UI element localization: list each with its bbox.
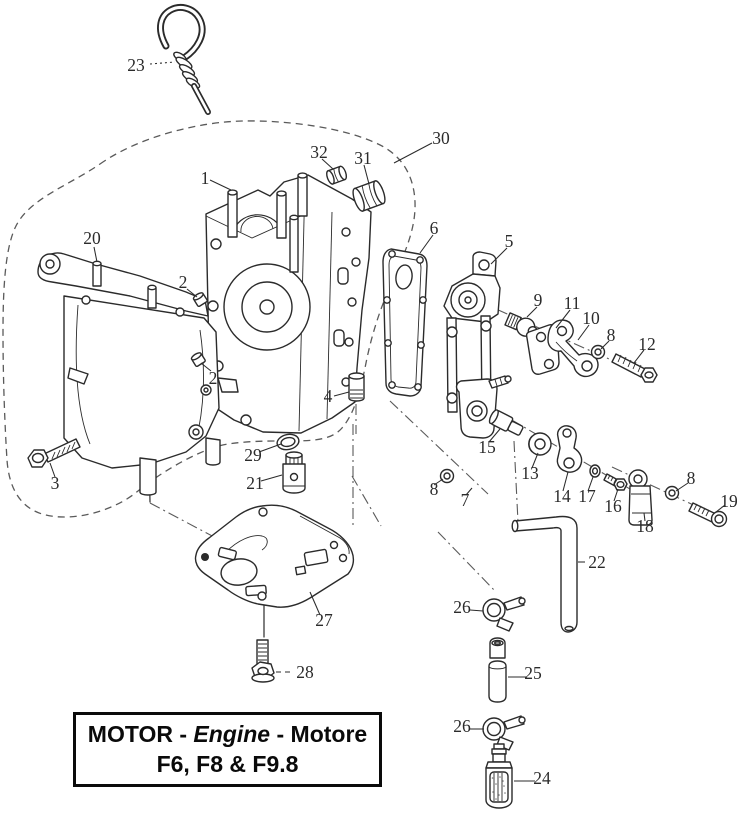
part-plug-4 xyxy=(348,372,365,402)
part-pin-15 xyxy=(488,409,524,436)
part-oil-pump-bracket xyxy=(443,251,512,439)
part-bolt-12 xyxy=(611,353,658,383)
part-fuel-filter-24 xyxy=(485,743,513,809)
part-oring-29 xyxy=(276,433,300,451)
title-motor: MOTOR - xyxy=(87,720,188,747)
callout-4: 4 xyxy=(324,386,333,406)
callout-24: 24 xyxy=(533,768,551,788)
title-line-1: MOTOR - Engine - Motore xyxy=(88,720,367,750)
part-strainer-21 xyxy=(282,451,306,494)
callout-9: 9 xyxy=(534,290,543,310)
part-bolt-16 xyxy=(603,473,628,491)
callout-17: 17 xyxy=(578,486,596,506)
callout-7: 7 xyxy=(461,490,470,510)
callout-6: 6 xyxy=(430,218,439,238)
callout-22: 22 xyxy=(588,552,606,572)
callout-23: 23 xyxy=(127,55,145,75)
part-pipe-22 xyxy=(511,515,578,633)
title-line-2: F6, F8 & F9.8 xyxy=(156,750,299,777)
callout-12: 12 xyxy=(638,334,656,354)
callout-numbers: 23 30 32 31 1 20 2 2 6 5 9 11 10 8 12 4 … xyxy=(51,55,738,788)
leader-lines xyxy=(49,61,726,782)
callout-18: 18 xyxy=(636,516,654,536)
callout-29: 29 xyxy=(244,445,262,465)
callout-2a: 2 xyxy=(179,272,188,292)
part-washer-8b xyxy=(439,468,455,484)
part-base-gasket-27 xyxy=(194,504,355,608)
part-link-14 xyxy=(556,425,583,473)
callout-32: 32 xyxy=(310,142,328,162)
part-bracket-10 xyxy=(547,319,599,378)
part-gasket-6 xyxy=(382,248,428,397)
callout-19: 19 xyxy=(720,491,738,511)
callout-8c: 8 xyxy=(687,468,696,488)
part-bolt-19 xyxy=(688,502,728,528)
callout-25: 25 xyxy=(524,663,542,683)
callout-30: 30 xyxy=(432,128,450,148)
title-engine: Engine xyxy=(193,720,271,747)
callout-26b: 26 xyxy=(453,716,471,736)
part-ring-17 xyxy=(589,464,601,478)
part-dipstick xyxy=(157,4,211,115)
part-bolt-28 xyxy=(251,639,275,683)
part-plug-32 xyxy=(326,165,348,185)
part-bracket-18 xyxy=(628,469,653,526)
callout-31: 31 xyxy=(354,148,372,168)
part-cylinder-block xyxy=(205,172,372,434)
callout-1: 1 xyxy=(201,168,210,188)
part-crankcase xyxy=(37,252,239,496)
callout-8a: 8 xyxy=(607,325,616,345)
callout-14: 14 xyxy=(553,486,571,506)
part-washer-8c xyxy=(664,485,680,501)
callout-16: 16 xyxy=(604,496,622,516)
callout-10: 10 xyxy=(582,308,600,328)
title-motore: - Motore xyxy=(276,720,368,747)
callout-3: 3 xyxy=(51,473,60,493)
callout-8b: 8 xyxy=(430,479,439,499)
callout-15: 15 xyxy=(478,437,496,457)
callout-5: 5 xyxy=(505,231,514,251)
part-clamp-26a xyxy=(482,596,526,632)
callout-2b: 2 xyxy=(209,368,218,388)
callout-28: 28 xyxy=(296,662,314,682)
callout-26a: 26 xyxy=(453,597,471,617)
part-dowel-pin-lower xyxy=(190,352,206,368)
callout-20: 20 xyxy=(83,228,101,248)
part-dowel-pin-upper xyxy=(192,292,208,308)
callout-11: 11 xyxy=(564,293,581,313)
part-roller-13 xyxy=(528,432,552,456)
part-tube-25 xyxy=(488,637,507,703)
part-bolt-3 xyxy=(27,438,81,468)
title-box: MOTOR - Engine - Motore F6, F8 & F9.8 xyxy=(73,712,382,787)
part-clamp-26b xyxy=(482,715,526,751)
part-plug-31 xyxy=(352,180,386,212)
callout-13: 13 xyxy=(521,463,539,483)
callout-21: 21 xyxy=(246,473,264,493)
callout-27: 27 xyxy=(315,610,333,630)
